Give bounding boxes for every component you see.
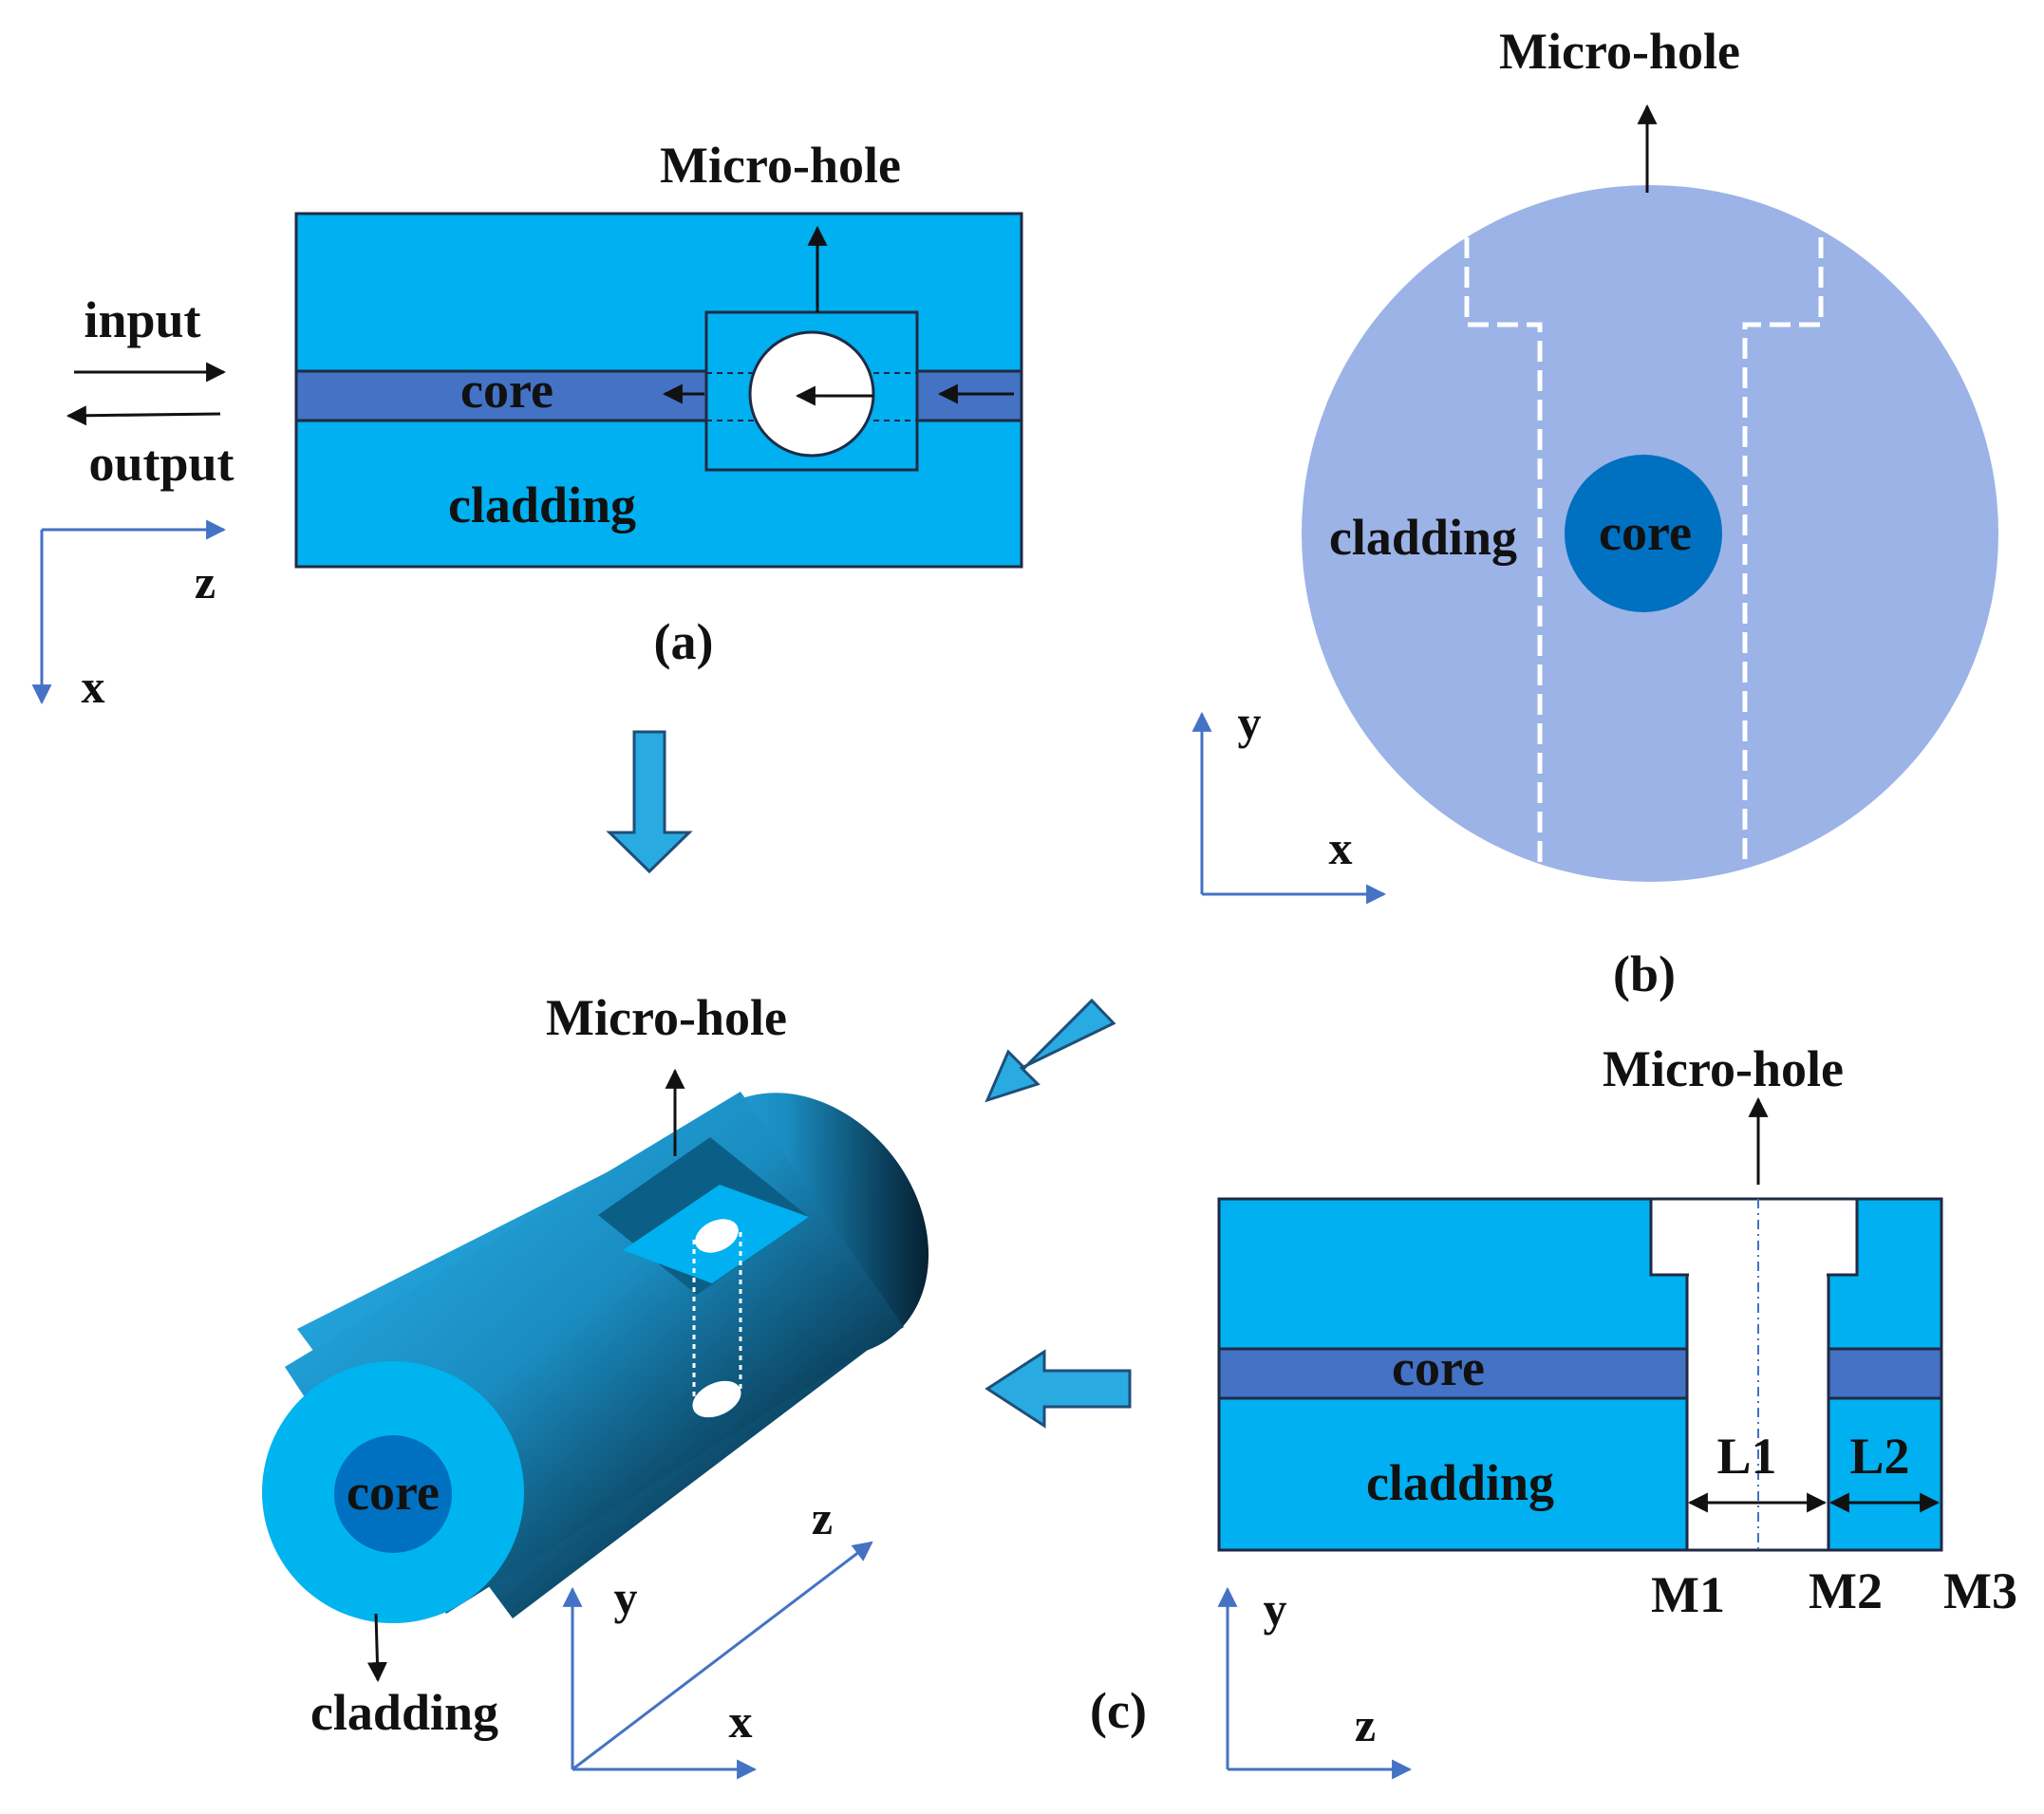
cylinder-hole-bottom bbox=[692, 1380, 741, 1418]
panel-3d-y-label: y bbox=[614, 1571, 638, 1624]
panel-3d: core cladding Micro-hole y x z bbox=[262, 989, 929, 1780]
panel-3d-cladding-arrow bbox=[366, 1613, 387, 1683]
cylinder-hole-top bbox=[695, 1219, 739, 1253]
panel-c-cladding-label: cladding bbox=[1366, 1454, 1554, 1511]
panel-c-hole-top bbox=[1649, 1197, 1859, 1277]
panel-b-caption: (b) bbox=[1613, 945, 1676, 1002]
L2-label: L2 bbox=[1849, 1428, 1909, 1485]
input-label: input bbox=[84, 291, 200, 348]
panel-c-core-label: core bbox=[1392, 1339, 1485, 1396]
panel-b-x-label: x bbox=[1329, 821, 1353, 874]
L1-label: L1 bbox=[1716, 1428, 1776, 1485]
cylinder-front-core bbox=[334, 1435, 452, 1553]
M2-label: M2 bbox=[1809, 1562, 1883, 1619]
panel-a-z-label: z bbox=[195, 555, 216, 608]
panel-c-z-label: z bbox=[1355, 1698, 1376, 1751]
panel-3d-z-axis bbox=[572, 1541, 873, 1771]
panel-3d-z-label: z bbox=[812, 1491, 833, 1544]
flow-arrow-diagonal bbox=[984, 998, 1116, 1103]
panel-b-micro-hole-label: Micro-hole bbox=[1499, 23, 1740, 80]
panel-3d-micro-hole-label: Micro-hole bbox=[546, 989, 787, 1046]
panel-c-core bbox=[1217, 1347, 1943, 1400]
panel-b-core-label: core bbox=[1599, 504, 1692, 561]
panel-c-micro-hole-label: Micro-hole bbox=[1603, 1040, 1844, 1097]
panel-a-micro-hole-label: Micro-hole bbox=[660, 137, 901, 194]
M1-label: M1 bbox=[1651, 1566, 1725, 1623]
panel-b-core bbox=[1565, 455, 1722, 612]
panel-a-core-label: core bbox=[460, 362, 553, 419]
M3-label: M3 bbox=[1943, 1562, 2017, 1619]
output-label: output bbox=[88, 435, 234, 492]
panel-c: Micro-hole core cladding L1 L2 M1 M2 M3 … bbox=[1090, 1040, 2017, 1780]
panel-a-cladding-label: cladding bbox=[448, 477, 636, 533]
panel-3d-core-label: core bbox=[347, 1464, 440, 1521]
panel-c-y-label: y bbox=[1264, 1582, 1287, 1636]
panel-a-x-label: x bbox=[82, 660, 105, 713]
flow-arrow-left bbox=[984, 1349, 1132, 1429]
panel-b-cladding-label: cladding bbox=[1329, 509, 1517, 566]
output-arrow bbox=[66, 405, 221, 426]
panel-b-hole-outline-left bbox=[1464, 237, 1543, 864]
panel-3d-cladding-label: cladding bbox=[310, 1684, 498, 1741]
panel-a-caption: (a) bbox=[654, 613, 714, 670]
panel-b-hole-outline-right bbox=[1742, 237, 1824, 864]
panel-a-micro-hole-circle bbox=[748, 330, 875, 458]
flow-arrow-down bbox=[606, 730, 693, 874]
panel-b-y-label: y bbox=[1238, 696, 1262, 749]
panel-3d-x-label: x bbox=[729, 1694, 753, 1748]
panel-a: Micro-hole core cladding input output z … bbox=[31, 137, 1023, 713]
panel-c-hole-join bbox=[1689, 1268, 1827, 1280]
panel-b: Micro-hole core cladding y x (b) bbox=[1191, 23, 1998, 1002]
panel-c-caption: (c) bbox=[1090, 1682, 1147, 1739]
